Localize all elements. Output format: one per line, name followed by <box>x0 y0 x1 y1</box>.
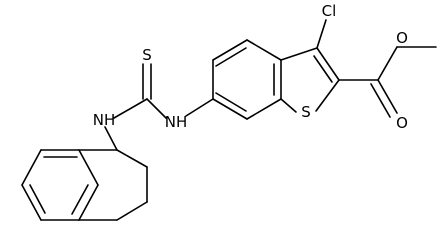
atom-label-ether-oxygen: O <box>396 29 408 47</box>
atom-label-ring-sulfur: S <box>301 103 311 121</box>
atom-label-carbonyl-oxygen: O <box>396 114 408 132</box>
atom-labels: Cl S S NH NH O O <box>93 2 408 132</box>
atom-label-amine-left: NH <box>93 111 116 129</box>
atom-label-thione-sulfur: S <box>142 46 152 64</box>
bond-lines <box>21 19 437 221</box>
atom-label-amine-right: NH <box>165 113 188 131</box>
atom-label-chlorine: Cl <box>322 2 337 20</box>
